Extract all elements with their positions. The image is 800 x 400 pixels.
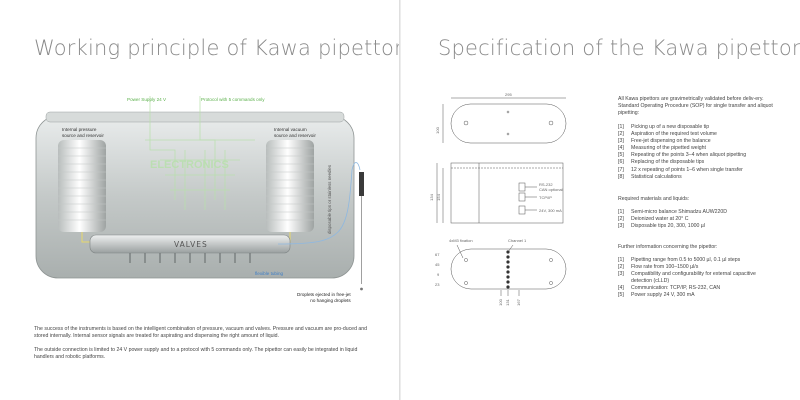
vacuum-reservoir	[266, 140, 314, 232]
droplets-label: Droplets ejected in free-jet no hanging …	[297, 292, 351, 303]
list-item: [5]Repeating of the points 3–4 when aliq…	[618, 152, 747, 159]
flexible-tubing	[277, 162, 361, 245]
valves-label: VALVES	[174, 240, 208, 249]
list-item: [5]Power supply 24 V, 300 mA	[618, 292, 695, 299]
electronics-label: ELECTRONICS	[150, 159, 229, 171]
pressure-source-label: Internal pressure source and reservoir	[62, 127, 104, 138]
list-item: [1]Picking up of a new disposable tip	[618, 124, 710, 130]
dim-left-2: 45	[435, 262, 440, 267]
list-item: [1]Pipetting range from 0.5 to 5000 µl, …	[618, 257, 741, 263]
list-item: [2]Deionized water at 20° C	[618, 216, 689, 223]
list-item: [6]Replacing of the disposable tips	[618, 159, 705, 166]
electronics-circuit	[145, 96, 255, 210]
fixation-label: 4xM3 fixation	[449, 238, 473, 243]
list-item: [3]Disposable tips 20, 300, 1000 µl	[618, 223, 705, 230]
dim-left-3: 9	[437, 272, 440, 277]
vacuum-source-label: Internal vacuum source and reservoir	[274, 127, 316, 138]
dim-left-1: 67	[435, 252, 440, 257]
power-supply-label: Power Supply 24 V	[127, 97, 167, 102]
paragraph-2: The outside connection is limited to 24 …	[34, 347, 358, 361]
list-item: [7]12 x repeating of points 1–6 when sin…	[618, 166, 743, 173]
pipette-tip-holder	[359, 172, 364, 196]
dim-bottom-3: 167	[515, 299, 521, 306]
right-page: Specification of the Kawa pipettor	[401, 0, 800, 400]
dim-side-height-1: 134	[428, 194, 434, 201]
pipettor-diagram: ELECTRONICS VALVES	[35, 96, 364, 291]
list-item: [1]Semi-micro balance Shimadzu AUW220D	[618, 209, 728, 215]
list-item: [8]Statistical calculations	[618, 173, 682, 180]
right-page-title: Specification of the Kawa pipettor	[438, 36, 800, 60]
channel-dots	[506, 250, 510, 289]
required-heading: Required materials and liquids:	[618, 196, 690, 202]
valve-pins	[129, 253, 251, 263]
rs232-label: RS-232 CAN optional	[539, 182, 563, 192]
tcpip-label: TCP/IP	[539, 195, 552, 200]
dim-side-height-2: 154	[435, 194, 441, 201]
list-item: [2]Aspiration of the required test volum…	[618, 131, 717, 138]
pressure-reservoir	[58, 140, 106, 232]
list-item: [3]Compatibility and configurability for…	[618, 271, 756, 285]
list-item: [4]Communication: TCP/IP, RS-232, CAN	[618, 285, 721, 292]
dim-bottom-2: 131	[504, 299, 510, 306]
power-port-label: 24V, 300 mA	[539, 208, 562, 213]
further-list: [1]Pipetting range from 0.5 to 5000 µl, …	[618, 257, 756, 300]
validation-intro: All Kawa pipettors are gravimetrically v…	[618, 96, 773, 116]
paragraph-1: The success of the instruments is based …	[34, 326, 368, 340]
top-view-outline	[450, 103, 567, 144]
dim-bottom-1: 100	[497, 299, 503, 306]
dim-left-4: 23	[435, 282, 440, 287]
droplet-icon	[360, 287, 363, 291]
tubing-label: flexible tubing	[255, 271, 284, 276]
dim-top-height: 100	[434, 127, 440, 134]
tips-label: disposable tips or stainless needles	[327, 164, 332, 234]
required-list: [1]Semi-micro balance Shimadzu AUW220D […	[618, 209, 727, 230]
list-item: [4]Measuring of the pipetted weight	[618, 145, 706, 152]
protocol-label: Protocol with 5 commands only	[201, 97, 265, 102]
left-page-title: Working principle of Kawa pipettor	[34, 36, 403, 60]
bottom-view-outline	[450, 248, 567, 290]
technical-drawings	[436, 97, 567, 296]
sop-list: [1]Picking up of a new disposable tip [2…	[618, 124, 746, 181]
list-item: [2]Flow rate from 100–1500 µl/s	[618, 264, 699, 271]
channel-label: Channel 1	[508, 238, 527, 243]
further-heading: Further information concerning the pipet…	[618, 244, 718, 250]
left-page: Working principle of Kawa pipettor	[0, 0, 403, 400]
side-view-outline	[450, 162, 564, 224]
dim-top-width: 295	[505, 92, 512, 97]
list-item: [3]Free-jet dispensing on the balance	[618, 138, 711, 145]
page-gutter	[399, 0, 401, 400]
